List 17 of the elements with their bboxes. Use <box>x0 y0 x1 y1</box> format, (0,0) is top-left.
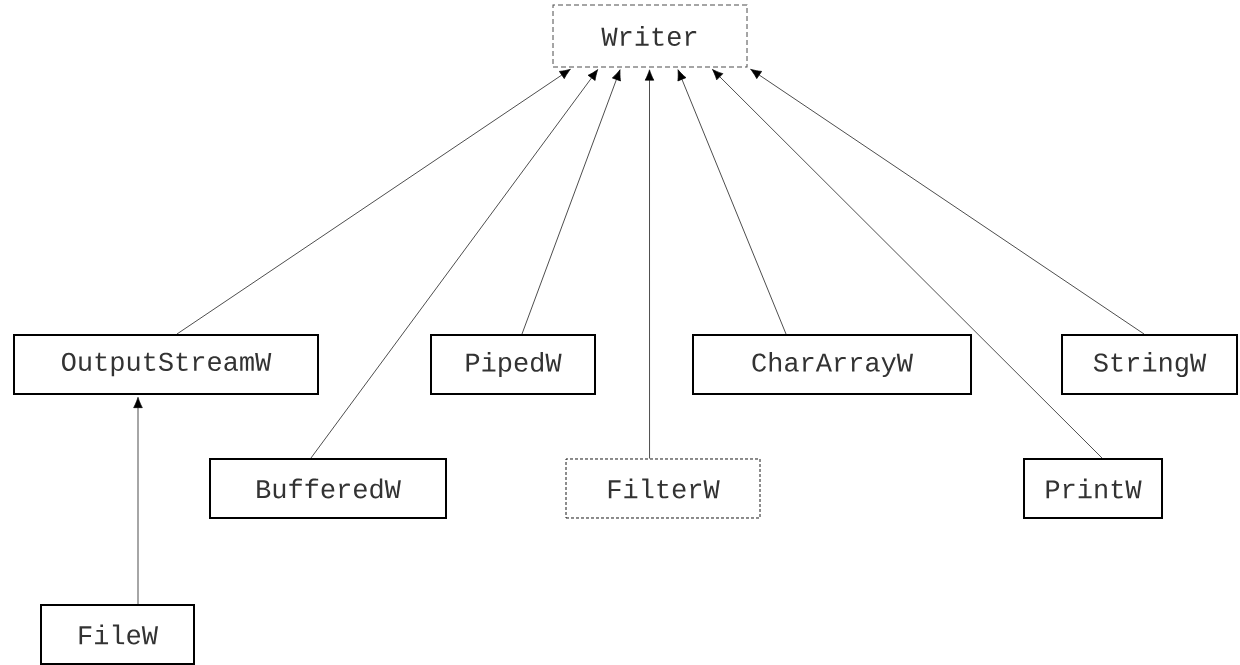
arrow <box>750 68 1145 335</box>
class-box: FilterW <box>565 458 761 519</box>
class-box: BufferedW <box>209 458 447 519</box>
arrow <box>133 396 143 605</box>
class-box: OutputStreamW <box>13 334 319 395</box>
class-box: PrintW <box>1023 458 1163 519</box>
arrow <box>521 69 621 335</box>
arrow <box>712 69 1103 459</box>
class-box: FileW <box>40 604 195 665</box>
arrow <box>176 68 571 335</box>
class-box: PipedW <box>430 334 596 395</box>
arrow <box>310 69 599 459</box>
class-box: StringW <box>1061 334 1238 395</box>
class-box: CharArrayW <box>692 334 972 395</box>
arrow <box>644 69 655 459</box>
class-box: Writer <box>552 4 748 68</box>
arrow <box>677 69 787 335</box>
